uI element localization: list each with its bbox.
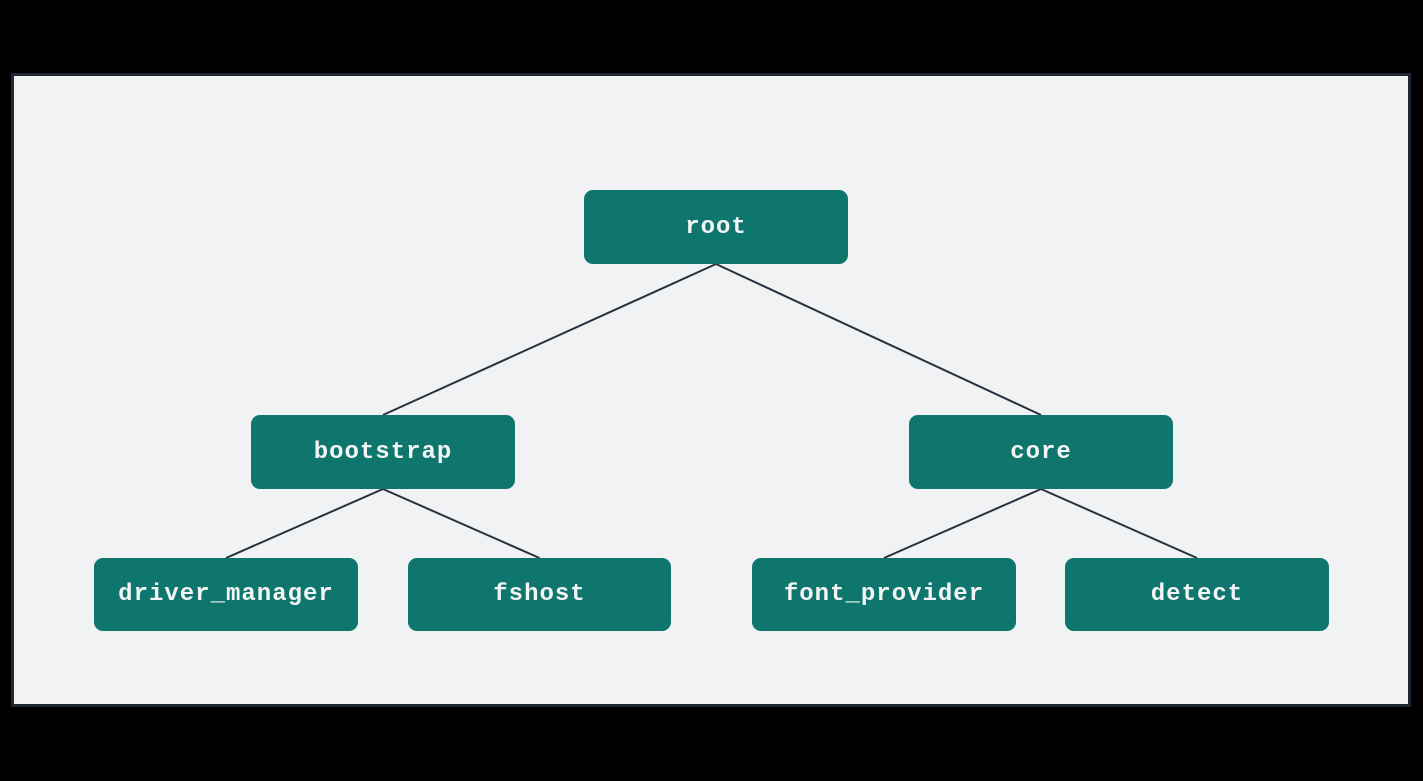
tree-node-core: core: [909, 415, 1173, 489]
tree-node-fshost: fshost: [408, 558, 671, 631]
tree-node-bootstrap: bootstrap: [251, 415, 515, 489]
tree-node-font_provider: font_provider: [752, 558, 1016, 631]
tree-node-driver_manager: driver_manager: [94, 558, 358, 631]
tree-node-detect: detect: [1065, 558, 1329, 631]
tree-node-root: root: [584, 190, 848, 264]
